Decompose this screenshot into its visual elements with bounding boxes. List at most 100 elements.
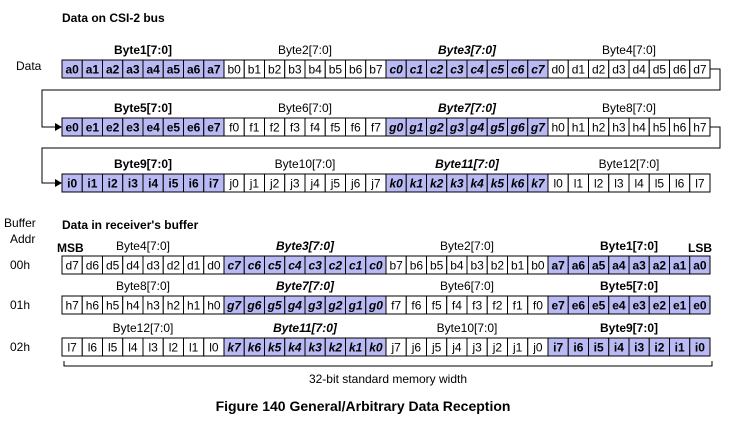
bit-label: f3: [472, 299, 482, 313]
bit-label: i6: [189, 177, 199, 191]
bit-label: l0: [209, 341, 219, 355]
figure-caption: Figure 140 General/Arbitrary Data Recept…: [216, 398, 511, 414]
bit-label: f1: [513, 299, 523, 313]
bit-label: k2: [329, 341, 343, 355]
bit-label: d1: [572, 63, 586, 77]
bit-label: b3: [288, 63, 302, 77]
bit-label: g6: [246, 299, 261, 313]
bit-label: a3: [126, 63, 140, 77]
bit-cell: [689, 173, 711, 193]
bit-label: d6: [673, 63, 687, 77]
bit-label: h7: [693, 121, 707, 135]
bit-label: d2: [592, 63, 606, 77]
bit-label: d3: [146, 259, 160, 273]
bit-label: e0: [65, 121, 79, 135]
bit-label: i0: [67, 177, 77, 191]
bit-label: i4: [148, 177, 158, 191]
bit-label: e1: [86, 121, 100, 135]
bit-label: a5: [592, 259, 606, 273]
bit-label: j6: [350, 177, 361, 191]
bit-label: l6: [675, 177, 685, 191]
bit-label: j7: [370, 177, 381, 191]
bit-label: f0: [533, 299, 543, 313]
bit-label: j0: [532, 341, 543, 355]
bit-label: e6: [187, 121, 201, 135]
bit-label: a2: [653, 259, 667, 273]
byte-label: Byte7[7:0]: [276, 279, 335, 293]
bit-label: l2: [169, 341, 179, 355]
bit-label: g0: [388, 121, 403, 135]
bit-label: b5: [430, 259, 444, 273]
bit-label: l3: [148, 341, 158, 355]
bit-label: d6: [86, 259, 100, 273]
msb-label: MSB: [57, 241, 84, 255]
byte-label: Byte1[7:0]: [114, 43, 172, 57]
bit-label: e4: [146, 121, 160, 135]
bit-label: f1: [249, 121, 259, 135]
csi-section-title: Data on CSI-2 bus: [62, 11, 165, 25]
byte-label: Byte7[7:0]: [438, 101, 497, 115]
bit-label: e4: [612, 299, 626, 313]
bit-label: k0: [369, 341, 383, 355]
lsb-label: LSB: [688, 241, 712, 255]
bit-label: d0: [207, 259, 221, 273]
width-label: 32-bit standard memory width: [309, 372, 467, 386]
bit-label: a7: [207, 63, 221, 77]
buffer-label: Buffer: [4, 216, 36, 230]
bit-label: d7: [65, 259, 79, 273]
bit-label: j2: [492, 341, 503, 355]
bit-label: i3: [634, 341, 644, 355]
bit-label: k3: [450, 177, 464, 191]
buffer-address: 01h: [10, 298, 30, 312]
bit-label: g1: [408, 121, 423, 135]
bit-label: h5: [106, 299, 120, 313]
bit-label: e2: [653, 299, 667, 313]
row-connector: [41, 126, 721, 184]
bit-label: i3: [128, 177, 138, 191]
bit-label: f4: [452, 299, 462, 313]
bit-label: f2: [492, 299, 502, 313]
bit-label: j5: [431, 341, 442, 355]
bit-label: a7: [551, 259, 565, 273]
bit-label: h3: [612, 121, 626, 135]
data-row-label: Data: [16, 59, 42, 73]
bit-label: d3: [612, 63, 626, 77]
bit-label: g7: [530, 121, 546, 135]
bit-label: b0: [227, 63, 241, 77]
bit-label: j4: [309, 177, 320, 191]
receiver-section-title: Data in receiver's buffer: [62, 218, 199, 232]
bit-label: j3: [471, 341, 482, 355]
bit-cell: [689, 337, 711, 357]
bit-label: b7: [389, 259, 403, 273]
bit-label: d2: [167, 259, 181, 273]
bit-label: k2: [430, 177, 444, 191]
bit-label: b6: [410, 259, 424, 273]
byte-label: Byte12[7:0]: [113, 321, 174, 335]
bit-label: b4: [308, 63, 322, 77]
bit-label: l1: [189, 341, 199, 355]
bit-label: j1: [512, 341, 523, 355]
bit-label: d4: [126, 259, 140, 273]
bit-label: g2: [327, 299, 342, 313]
bit-label: l0: [553, 177, 563, 191]
byte-label: Byte9[7:0]: [114, 157, 172, 171]
bit-label: g1: [348, 299, 363, 313]
bit-label: l5: [655, 177, 665, 191]
bit-label: g3: [449, 121, 464, 135]
bit-label: a6: [187, 63, 201, 77]
bit-label: b6: [349, 63, 363, 77]
bit-label: l4: [634, 177, 644, 191]
bit-label: b4: [450, 259, 464, 273]
byte-label: Byte3[7:0]: [438, 43, 497, 57]
bit-label: a0: [65, 63, 79, 77]
bit-label: i1: [87, 177, 97, 191]
width-bracket: [63, 361, 713, 367]
bit-label: i5: [168, 177, 178, 191]
bit-label: c6: [511, 63, 525, 77]
bit-label: k3: [308, 341, 322, 355]
bit-label: e1: [673, 299, 687, 313]
byte-label: Byte4[7:0]: [116, 239, 170, 253]
bit-label: k7: [531, 177, 546, 191]
